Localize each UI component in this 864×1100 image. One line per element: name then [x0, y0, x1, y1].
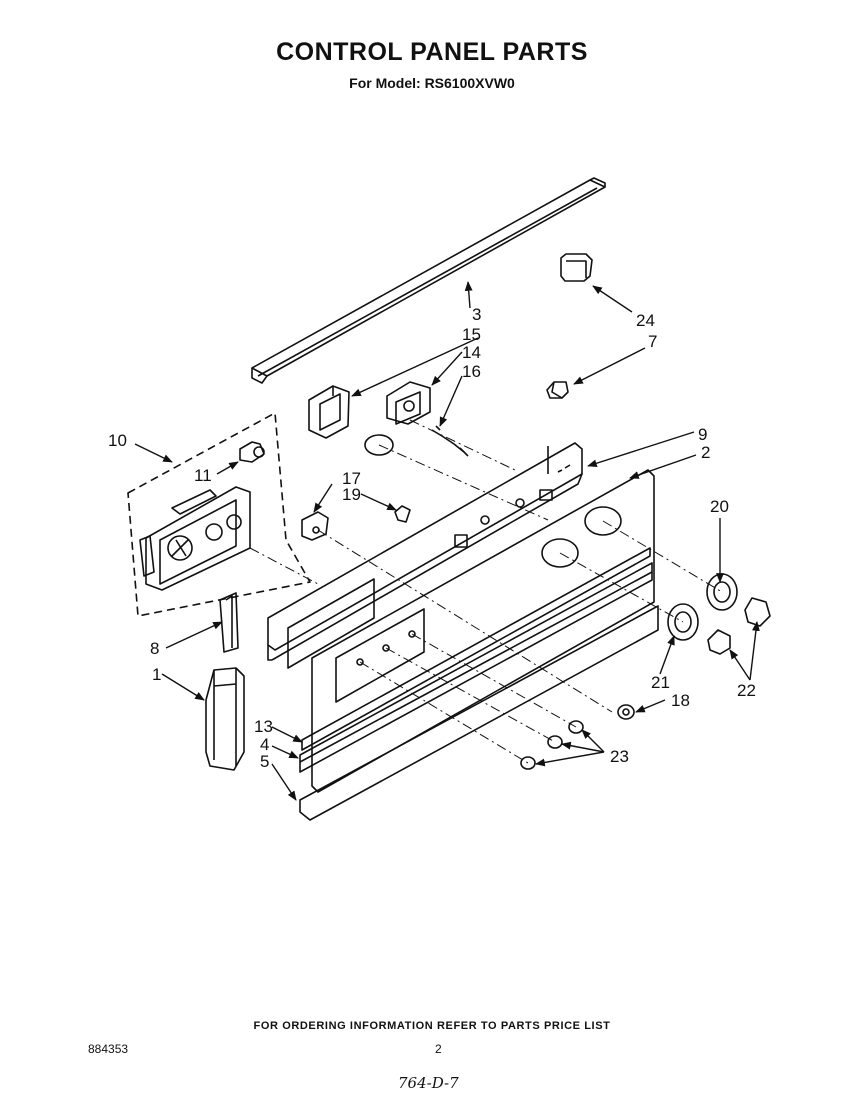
bracket-part [219, 592, 239, 653]
front-glass-panel-part [311, 469, 655, 793]
lower-trim-strip-4 [299, 562, 653, 773]
small-clip-part [546, 381, 569, 399]
callout-17: 17 [342, 469, 361, 488]
switch-ring [364, 434, 394, 456]
button-cap-part-23a [568, 720, 584, 734]
control-knob-part-22b [707, 629, 731, 655]
callout-leaders [134, 281, 760, 801]
model-subtitle: For Model: RS6100XVW0 [349, 75, 515, 91]
top-trim-strip [251, 177, 606, 384]
end-bracket-part [205, 667, 245, 771]
lower-trim-strip-13 [301, 547, 651, 751]
clock-knob-part [239, 441, 265, 463]
callout-11: 11 [194, 466, 212, 485]
alignment-lines [249, 419, 723, 764]
callout-3: 3 [472, 305, 481, 324]
callout-8: 8 [150, 639, 159, 658]
small-retainer-part [394, 505, 411, 523]
callout-5: 5 [260, 752, 269, 771]
callout-4: 4 [260, 735, 269, 754]
clock-timer-part [139, 486, 251, 591]
end-cap-part [560, 253, 593, 282]
ordering-note: FOR ORDERING INFORMATION REFER TO PARTS … [253, 1020, 611, 1032]
page-number: 2 [435, 1042, 442, 1056]
callout-19: 19 [342, 485, 361, 504]
callout-7: 7 [648, 332, 657, 351]
callout-23: 23 [610, 747, 629, 766]
document-number: 884353 [88, 1042, 129, 1056]
switch-part [308, 385, 350, 439]
callout-21: 21 [651, 673, 670, 692]
callout-labels: 3 15 14 16 24 7 9 2 10 11 17 19 20 8 1 2… [108, 305, 756, 771]
callout-14: 14 [462, 343, 481, 362]
callout-9: 9 [698, 425, 707, 444]
callout-2: 2 [701, 443, 710, 462]
control-panel-part [267, 442, 583, 669]
callout-24: 24 [636, 311, 655, 330]
indicator-switch-part [386, 381, 431, 425]
bushing-part-18 [617, 704, 635, 720]
clock-assembly-dashed-box [127, 412, 311, 617]
knob-skirt-part-21 [667, 603, 699, 641]
control-knob-part-22a [744, 597, 771, 627]
callout-16: 16 [462, 362, 481, 381]
handwritten-note: 764-D-7 [398, 1074, 459, 1092]
callout-13: 13 [254, 717, 273, 736]
callout-10: 10 [108, 431, 127, 450]
knob-skirt-part-20 [706, 573, 738, 611]
button-cap-part-23b [547, 735, 563, 749]
callout-15: 15 [462, 325, 481, 344]
clip-part [301, 511, 329, 541]
page-title: CONTROL PANEL PARTS [276, 38, 588, 66]
lower-trim-strip-5 [299, 605, 659, 821]
callout-20: 20 [710, 497, 729, 516]
callout-22: 22 [737, 681, 756, 700]
wire-lamp-part [431, 425, 469, 457]
callout-1: 1 [152, 665, 161, 684]
callout-18: 18 [671, 691, 690, 710]
button-cap-part-23c [520, 756, 536, 770]
